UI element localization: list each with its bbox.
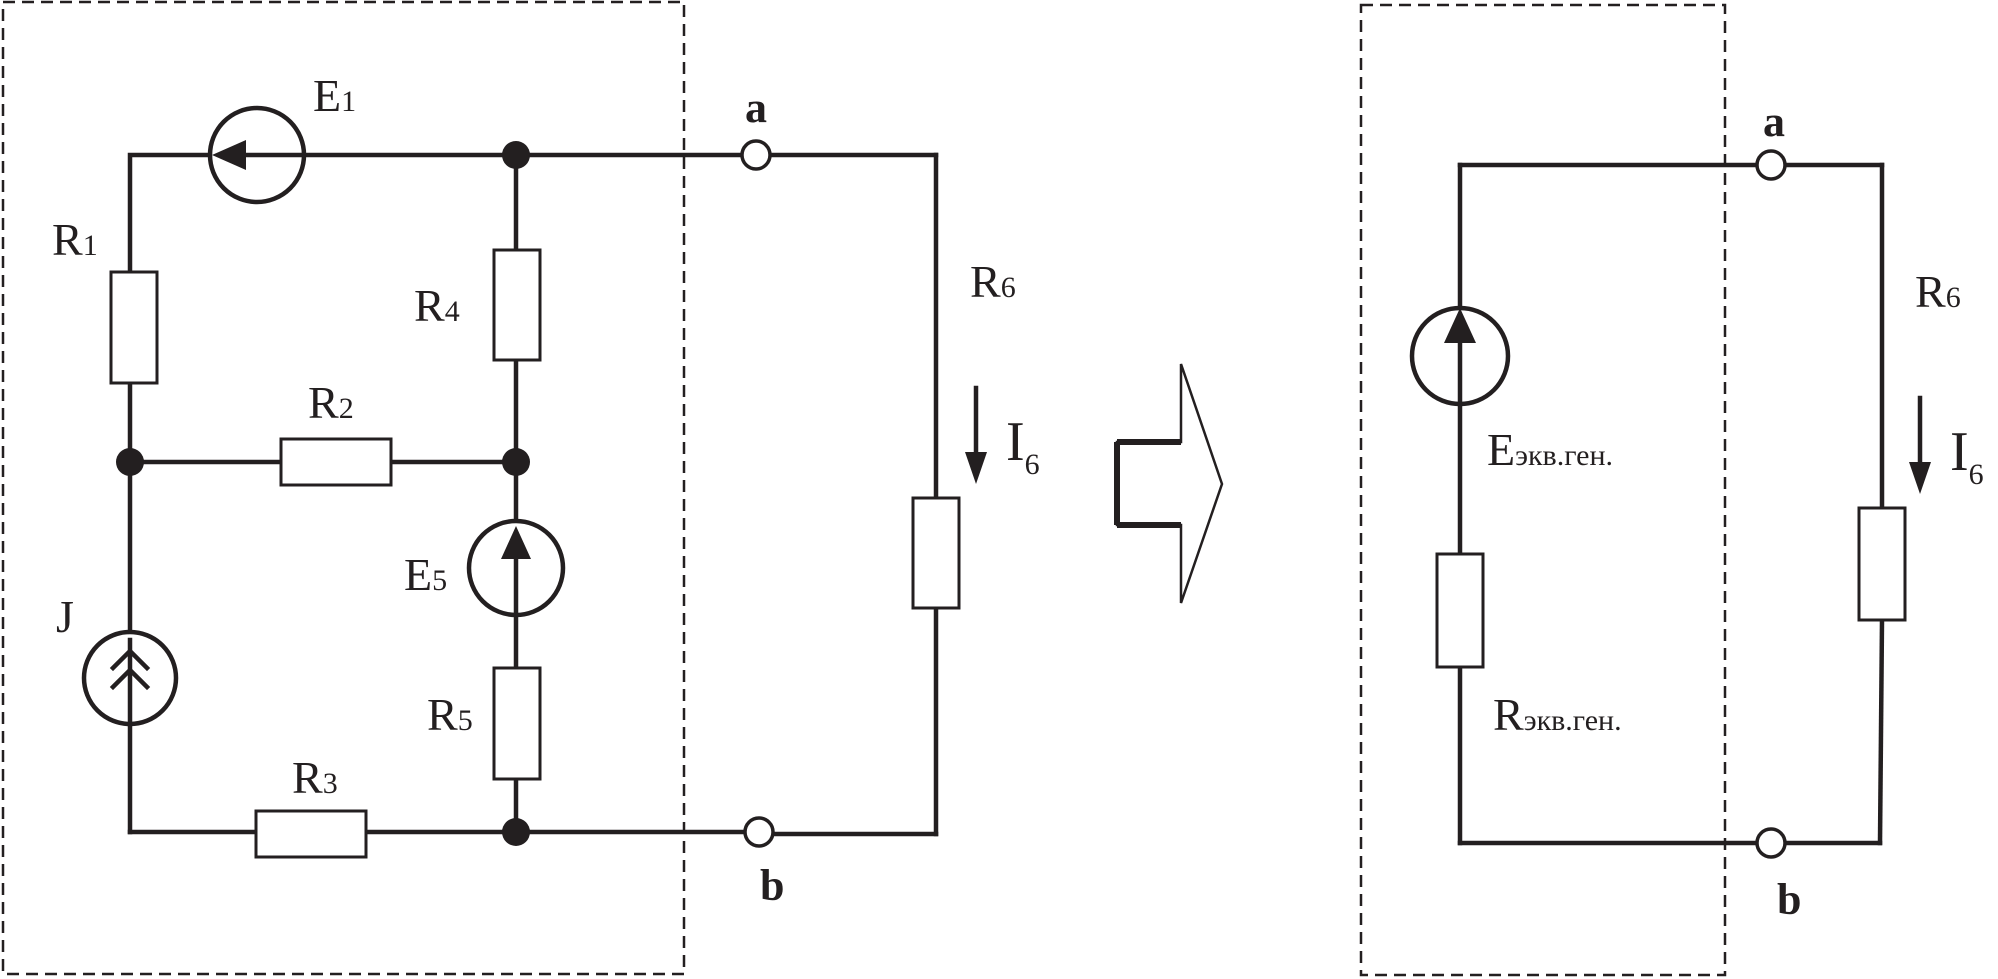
terminal-b xyxy=(743,816,775,848)
terminal-a xyxy=(740,139,772,171)
active-two-terminal-boundary xyxy=(1,0,686,976)
label-r5: R5 xyxy=(427,689,473,740)
left-circuit: E1 R1 R2 R3 R4 R5 E5 J R6 I6 a b xyxy=(1,0,1040,976)
resistor-r3 xyxy=(254,809,368,859)
label-j: J xyxy=(56,591,74,642)
resistor-r4 xyxy=(492,248,542,362)
label-r3: R3 xyxy=(292,752,338,803)
resistor-r-eq xyxy=(1435,552,1485,669)
eq-wire-r6-right-bottom xyxy=(1877,617,1885,846)
node-middle-left xyxy=(116,448,144,476)
right-circuit: Eэкв.ген. Rэкв.ген. R6 I6 a b xyxy=(1359,3,1984,977)
label-e-eq: Eэкв.ген. xyxy=(1487,424,1613,475)
label-r6-eq: R6 xyxy=(1915,266,1961,317)
resistor-r6 xyxy=(911,496,961,610)
voltage-source-e5 xyxy=(466,518,566,618)
label-r6: R6 xyxy=(970,256,1016,307)
voltage-source-e-eq xyxy=(1409,305,1511,407)
transform-arrow xyxy=(1114,363,1224,604)
resistor-r2 xyxy=(279,437,393,487)
wire-top-left xyxy=(127,152,519,275)
resistor-r5 xyxy=(492,666,542,781)
label-e1: E1 xyxy=(313,70,356,121)
label-i6-eq: I6 xyxy=(1950,421,1984,491)
label-terminal-a: a xyxy=(745,83,767,132)
node-bottom xyxy=(502,818,530,846)
current-source-j xyxy=(81,629,179,727)
equivalent-generator-boundary xyxy=(1359,3,1727,977)
label-eq-terminal-b: b xyxy=(1777,875,1801,924)
resistor-r1 xyxy=(109,270,159,385)
node-top xyxy=(502,141,530,169)
node-middle-right xyxy=(502,448,530,476)
current-arrow-i6 xyxy=(965,385,987,484)
label-e5: E5 xyxy=(404,549,447,600)
label-eq-terminal-a: a xyxy=(1763,97,1785,146)
label-terminal-b: b xyxy=(760,861,784,910)
label-r-eq: Rэкв.ген. xyxy=(1493,689,1622,740)
label-r2: R2 xyxy=(308,377,354,428)
eq-terminal-a xyxy=(1755,149,1787,181)
label-r4: R4 xyxy=(414,280,460,331)
resistor-r6-eq xyxy=(1857,506,1907,622)
eq-current-arrow-i6 xyxy=(1909,395,1931,494)
label-r1: R1 xyxy=(52,214,98,265)
eq-terminal-b xyxy=(1755,827,1787,859)
voltage-source-e1 xyxy=(207,105,307,205)
label-i6: I6 xyxy=(1006,411,1040,481)
